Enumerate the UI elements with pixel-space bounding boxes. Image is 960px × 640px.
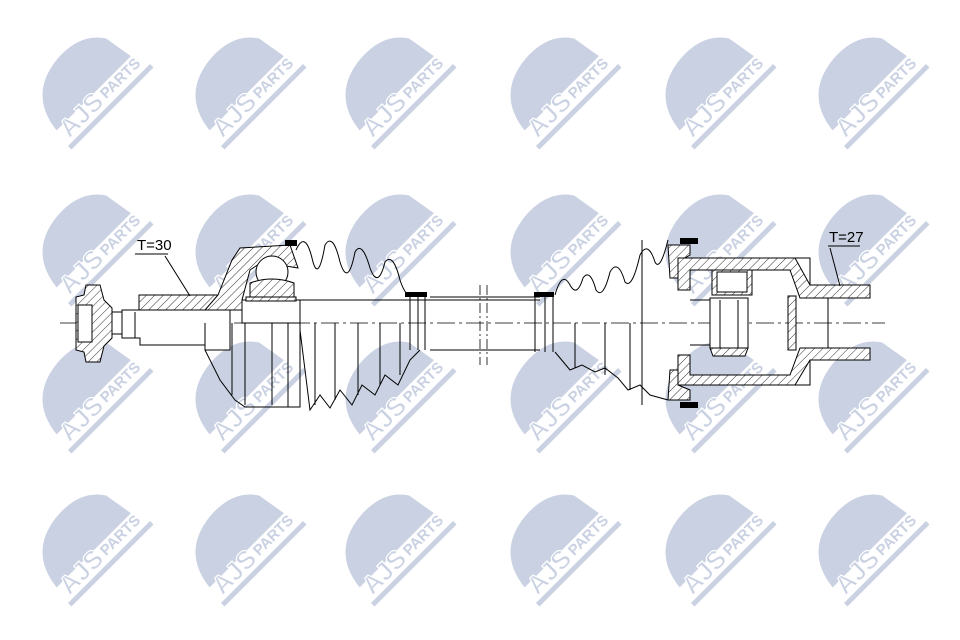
- outer-cv-joint: [203, 240, 301, 408]
- left-label-text: T=30: [137, 237, 172, 254]
- right-dimension-label: T=27: [828, 229, 864, 287]
- intermediate-shaft: [300, 285, 540, 365]
- outer-boot: [295, 240, 427, 412]
- inner-tripod-joint: [667, 238, 871, 408]
- right-label-text: T=27: [829, 229, 864, 246]
- left-dimension-label: T=30: [135, 237, 191, 297]
- outer-stub-shaft: [121, 294, 231, 351]
- inner-boot: [534, 239, 669, 405]
